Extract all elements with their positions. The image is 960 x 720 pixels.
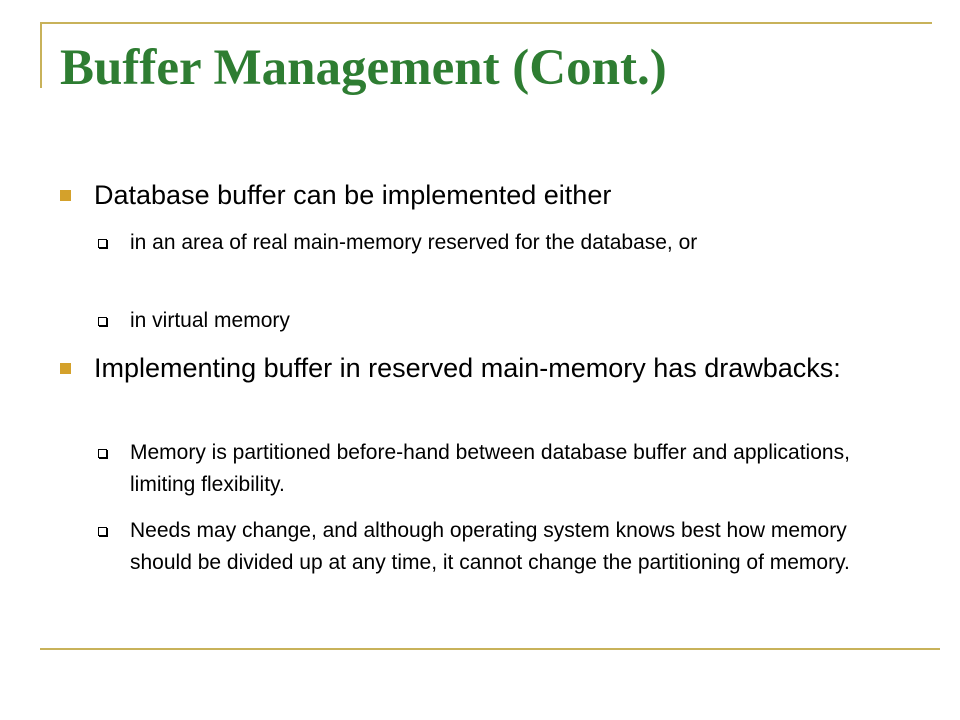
bullet-text: Database buffer can be implemented eithe… <box>94 180 612 210</box>
slide-title: Buffer Management (Cont.) <box>60 40 667 96</box>
frame-bottom-rule <box>40 648 940 650</box>
square-bullet-icon <box>60 190 71 201</box>
square-bullet-icon <box>60 363 71 374</box>
bullet-reserved-memory-drawbacks: Implementing buffer in reserved main-mem… <box>60 351 914 385</box>
hollow-square-bullet-icon <box>98 527 107 536</box>
sub-bullet-text: in an area of real main-memory reserved … <box>130 231 698 254</box>
bullet-database-buffer: Database buffer can be implemented eithe… <box>60 178 914 212</box>
sub-bullet-text: Memory is partitioned before-hand betwee… <box>130 441 850 496</box>
sub-bullet-virtual-memory: in virtual memory <box>98 305 900 337</box>
sub-bullet-needs-change: Needs may change, and although operating… <box>98 515 900 579</box>
frame-top-rule <box>40 22 932 24</box>
sub-bullet-real-memory: in an area of real main-memory reserved … <box>98 227 900 259</box>
hollow-square-bullet-icon <box>98 449 107 458</box>
hollow-square-bullet-icon <box>98 239 107 248</box>
sub-bullet-text: Needs may change, and although operating… <box>130 519 850 574</box>
sub-bullet-text: in virtual memory <box>130 309 290 332</box>
sub-bullet-partitioned: Memory is partitioned before-hand betwee… <box>98 437 900 501</box>
hollow-square-bullet-icon <box>98 317 107 326</box>
frame-left-rule <box>40 22 42 88</box>
bullet-text: Implementing buffer in reserved main-mem… <box>94 353 841 383</box>
